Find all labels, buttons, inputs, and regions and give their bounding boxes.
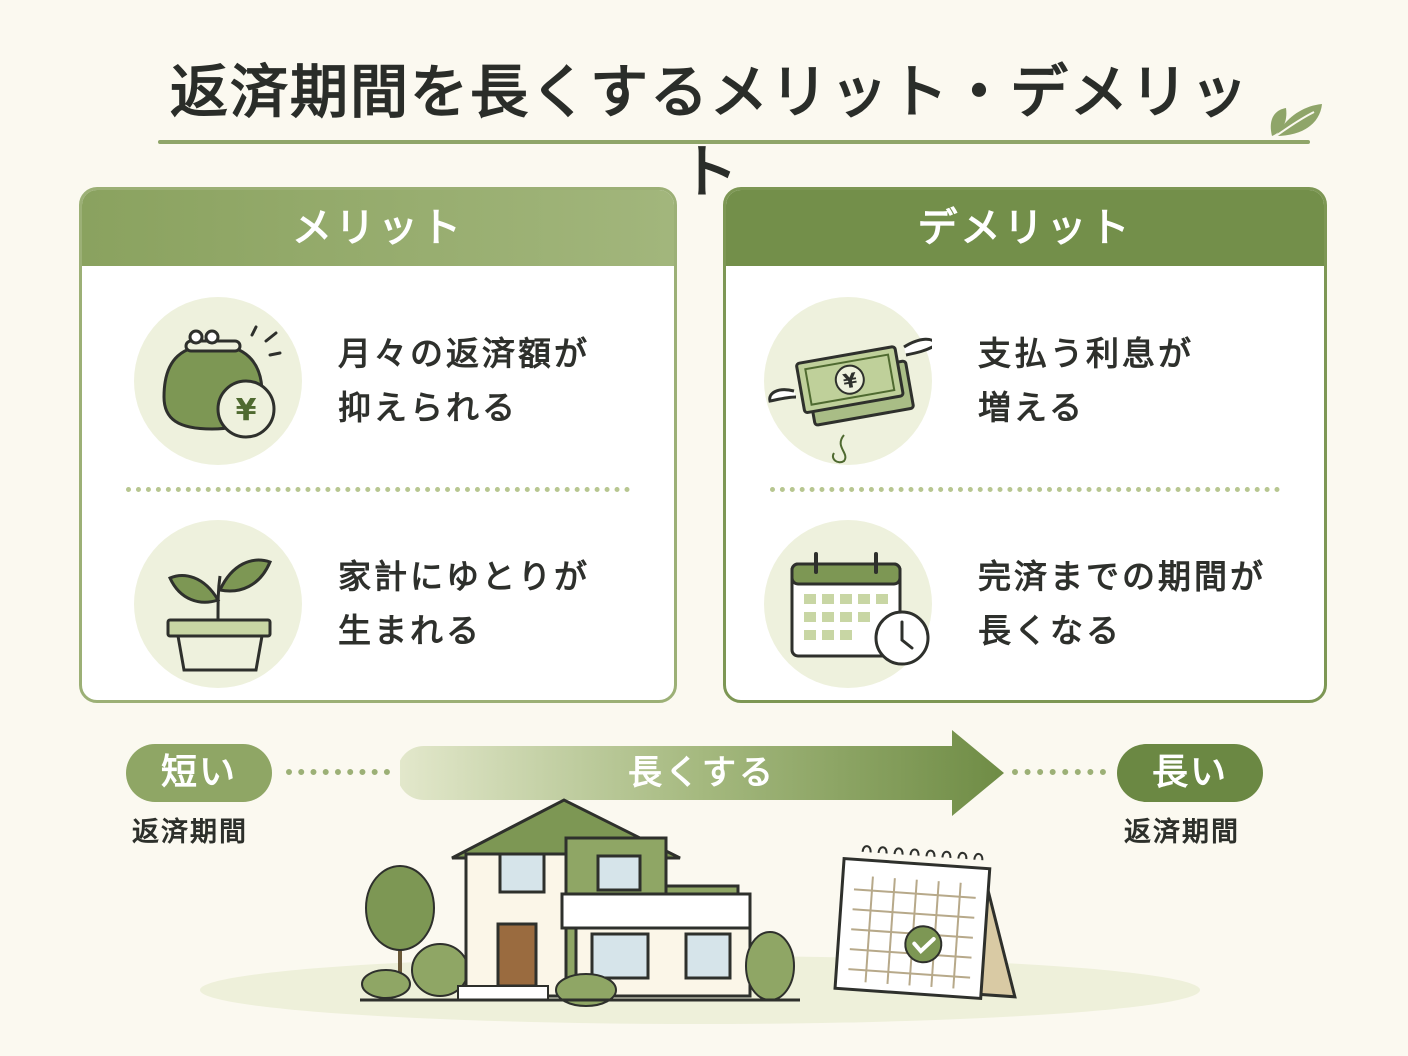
merit-card: メリット ¥ 月々の返済額が 抑えられる (79, 187, 677, 703)
desk-calendar-icon (833, 845, 1017, 1001)
merit-item-1-line1: 月々の返済額が (338, 334, 590, 373)
short-sub-label: 返済期間 (132, 817, 248, 848)
demerit-item-1-line1: 支払う利息が (978, 334, 1194, 373)
demerit-item-period: 完済までの期間が 長くなる (726, 510, 1324, 688)
short-pill: 短い (126, 744, 272, 802)
merit-item-2-line1: 家計にゆとりが (338, 557, 590, 596)
house-calendar-illustration (200, 798, 1200, 1024)
calendar-clock-icon (764, 520, 932, 688)
demerit-item-2-line1: 完済までの期間が (978, 557, 1266, 596)
demerit-item-interest: ¥ 支払う利息が 増える (726, 287, 1324, 465)
merit-item-2-line2: 生まれる (338, 611, 482, 650)
title-underline (158, 140, 1310, 144)
house-icon (451, 798, 795, 1007)
dots-right (1012, 769, 1106, 775)
demerit-item-2-line2: 長くなる (978, 611, 1122, 650)
long-sub-label: 返済期間 (1124, 817, 1240, 848)
dots-left (286, 769, 390, 775)
merit-heading: メリット (82, 190, 674, 266)
flying-money-icon: ¥ (764, 297, 932, 465)
merit-item-monthly-payment: ¥ 月々の返済額が 抑えられる (82, 287, 674, 465)
page-title: 返済期間を長くするメリット・デメリット (169, 58, 1250, 206)
demerit-item-1-line2: 増える (978, 388, 1086, 427)
long-pill: 長い (1117, 744, 1263, 802)
demerit-heading: デメリット (726, 190, 1324, 266)
sprout-pot-icon (134, 520, 302, 688)
merit-item-1-line2: 抑えられる (338, 388, 518, 427)
svg-text:¥: ¥ (236, 393, 257, 428)
arrow-right-icon (400, 730, 1004, 816)
coin-purse-yen-icon: ¥ (134, 297, 302, 465)
demerit-divider (770, 487, 1280, 492)
merit-divider (126, 487, 630, 492)
leaf-icon (1270, 104, 1322, 137)
demerit-card: デメリット ¥ 支払う利息が 増える (723, 187, 1327, 703)
merit-item-household: 家計にゆとりが 生まれる (82, 510, 674, 688)
tree-icon (361, 865, 469, 999)
svg-text:¥: ¥ (841, 368, 859, 394)
arrow-label: 長くする (628, 753, 776, 793)
